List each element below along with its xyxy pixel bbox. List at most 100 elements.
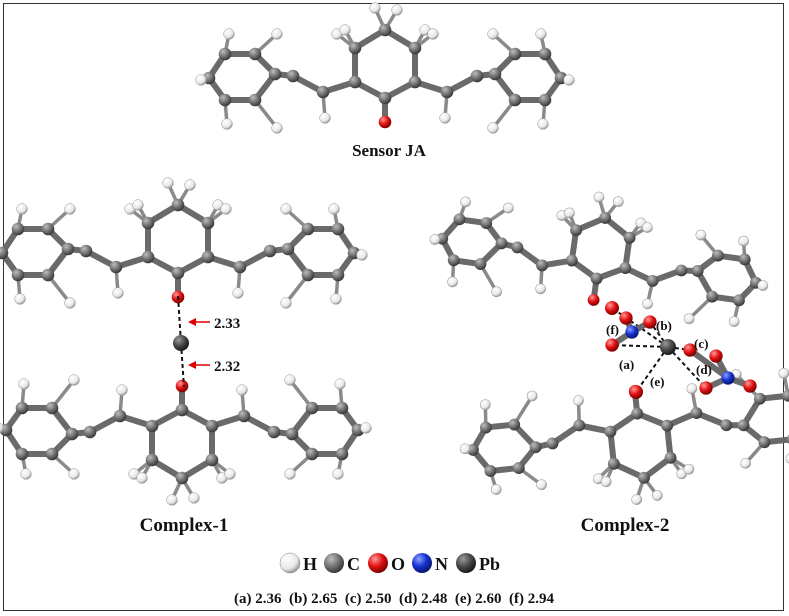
atom-o [709,349,723,363]
atom-c [83,425,97,439]
atom-h [459,443,471,455]
atom-c [607,457,620,470]
atom-h [162,177,174,189]
atom-h [221,118,233,130]
atom-c [248,47,262,61]
atom-c [546,437,559,450]
atom-c [646,275,659,287]
sensor-label: Sensor JA [352,141,427,160]
legend-c-icon [324,553,344,573]
atom-c [218,93,232,107]
atom-h [778,367,789,379]
atom-c [0,246,9,260]
atom-c [691,265,704,277]
atom-h [16,203,28,215]
atom-o [699,381,713,395]
atom-c [201,216,215,230]
atom-h [284,374,296,386]
complex2-molecule [429,191,789,505]
atom-c [301,222,315,236]
atom-c [348,41,362,55]
atom-c [753,392,766,405]
atom-h [487,122,499,134]
atom-h [612,196,624,207]
atom-o [743,379,757,393]
distance-top: 2.33 [214,316,240,332]
legend-h-icon [279,552,301,574]
atom-c [470,69,484,83]
atom-c [45,447,59,461]
atom-h [447,276,458,288]
atom-c [453,213,466,226]
atom-c [205,453,219,467]
atom-h [132,199,144,211]
atom-c [248,93,262,107]
atom-h [491,286,502,298]
atom-h [332,468,344,480]
coordination-bond [649,321,669,348]
coordination-bond-top [177,295,182,344]
atom-c [570,224,583,237]
atom-h [740,457,751,469]
atom-c [512,462,525,474]
atom-c [378,23,392,37]
coordination-bond [667,346,707,389]
atom-c [218,47,232,61]
atom-h [330,293,342,305]
atom-h [339,24,351,36]
atom-h [651,490,663,501]
atom-o [629,385,643,399]
lead-atom [660,339,676,355]
atom-h [166,494,178,506]
atom-c [599,212,612,224]
atom-h [642,222,653,233]
tag-c: (c) [694,336,708,351]
atom-h [271,122,283,134]
atom-c [690,407,703,420]
atom-c [41,222,55,236]
atom-c [508,47,522,61]
atom-h [487,28,499,40]
atom-c [113,409,127,423]
atom-h [20,468,32,480]
atom-c [11,222,25,236]
atom-n [625,325,639,339]
sensor-ja-molecule [195,2,575,134]
atom-c [175,403,189,417]
legend-n-label: N [435,554,448,574]
complex2-coordination [605,301,757,399]
atom-c [331,268,345,282]
atom-c [590,272,603,285]
atom-h [439,112,451,124]
atom-c [301,268,315,282]
complex1-lower-ligand [0,374,372,506]
atom-h [536,479,547,491]
atom-h [738,235,749,247]
atom-h [224,468,236,480]
arrow-top-head [188,318,196,326]
bond [687,347,731,381]
atom-h [564,207,575,219]
atom-c [286,69,300,83]
complex1-distance-annotations: 2.33 2.32 [188,316,240,375]
tag-e: (e) [650,374,664,389]
atom-c [305,401,319,415]
atom-c [565,254,578,267]
atom-c [201,250,215,264]
atom-c [536,259,549,272]
atom-c [573,419,586,432]
atom-o [175,379,189,393]
atom-c [479,421,492,434]
atom-h [195,74,207,86]
atom-h [535,28,547,40]
lead-atom [173,335,189,351]
atom-c [720,419,733,432]
atom-h [64,203,76,215]
atom-h [490,484,502,495]
atom-c [45,401,59,415]
legend-c-label: C [347,554,360,574]
atom-c [664,451,677,464]
atom-c [495,237,508,250]
atom-c [11,268,25,282]
